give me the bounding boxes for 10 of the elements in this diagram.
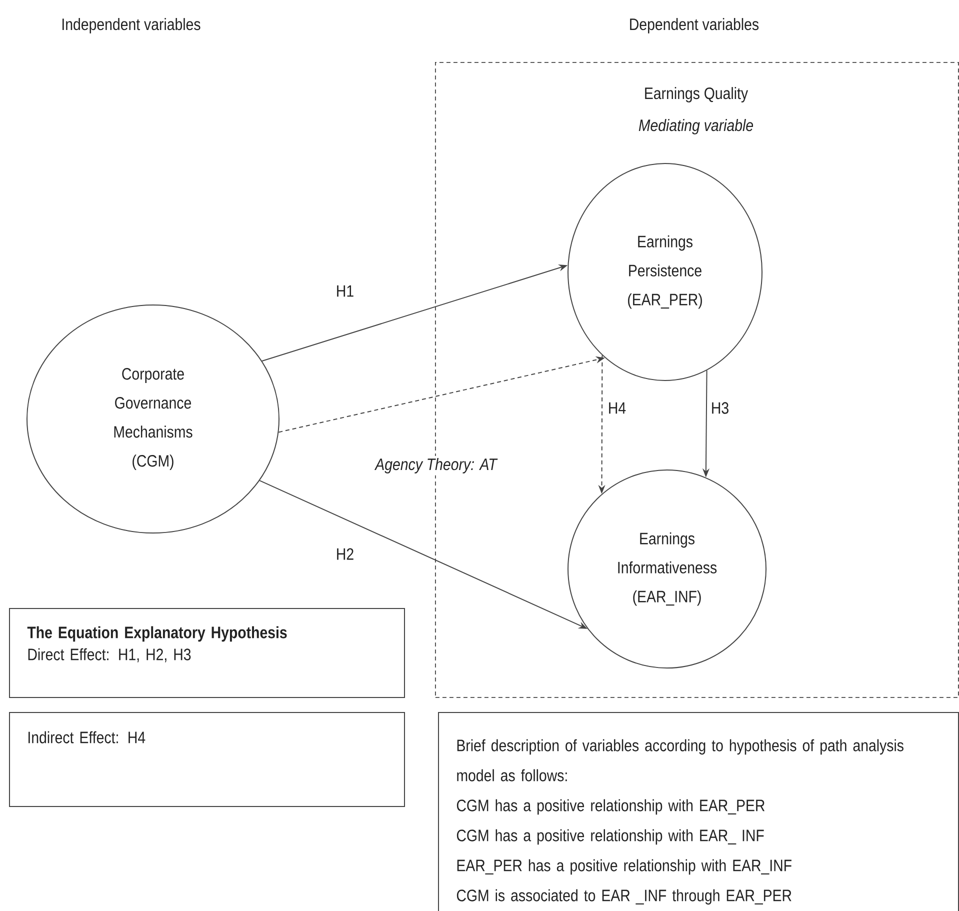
axis-heading: Dependent variables — [626, 16, 762, 36]
text-box: The Equation Explanatory Hypothesis Direct Effect: H1, H2, H3 — [9, 608, 405, 698]
text-box: Indirect Effect: H4 — [9, 712, 405, 807]
text-box: Brief description of variables according to hypothesis of path analysis model as follows: CGM has a positive relationship with EAR_PER CGM has a positive relationship with EAR_ INF EAR_PER has a positive relationship with EAR_INF CGM is associated to EAR _INF through EAR_PER — [438, 712, 959, 911]
edge-label: H1 — [334, 283, 356, 299]
theory-label: Agency Theory: AT — [373, 456, 499, 476]
edge-label: H3 — [708, 400, 732, 416]
axis-heading: Independent variables — [59, 16, 203, 36]
edge-label: H4 — [606, 400, 628, 416]
edge-label: H2 — [334, 546, 356, 562]
